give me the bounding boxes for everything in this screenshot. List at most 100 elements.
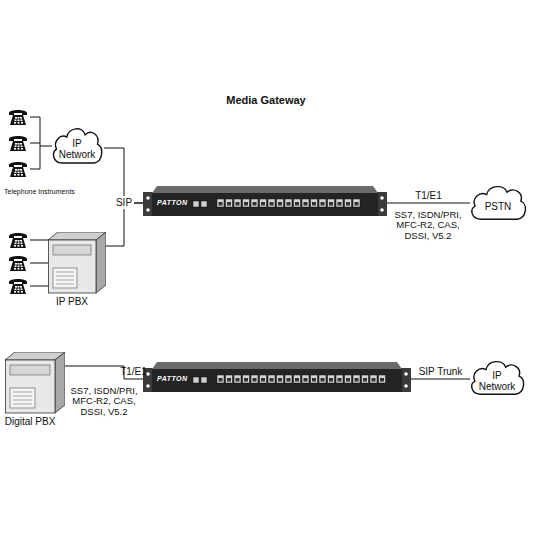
ear-hole — [404, 372, 408, 376]
rj45-port — [294, 375, 301, 383]
rj45-socket — [304, 378, 308, 382]
rj45-port — [370, 375, 377, 383]
pbx-front — [49, 240, 97, 293]
rj45-port — [353, 375, 360, 383]
rj45-port — [285, 199, 292, 207]
rj45-port — [251, 375, 258, 383]
chassis-front — [152, 369, 402, 392]
network-cloud: PSTN — [468, 182, 528, 224]
rj45-socket — [244, 202, 248, 206]
ear-hole — [380, 208, 384, 212]
cloud-outline — [472, 187, 525, 220]
rj45-socket — [321, 202, 325, 206]
rj45-port — [311, 375, 318, 383]
rj45-port — [345, 375, 352, 383]
rj45-port — [234, 199, 241, 207]
rj45-port — [251, 199, 258, 207]
rj45-socket — [338, 202, 342, 206]
rj45-port — [243, 199, 250, 207]
rj45-socket — [355, 378, 359, 382]
protocol-label: SIP — [114, 196, 134, 209]
pbx-illustration — [48, 232, 106, 294]
telephone-icon — [9, 279, 27, 294]
ear-hole — [146, 196, 150, 200]
rj45-socket — [312, 378, 316, 382]
telephone-icon — [9, 162, 27, 177]
rj45-port — [243, 375, 250, 383]
pbx-vent — [56, 276, 74, 277]
protocol-list: SS7, ISDN/PRI, MFC-R2, CAS, DSSI, V5.2 — [390, 210, 466, 241]
rj45-socket — [270, 378, 274, 382]
rj45-port — [260, 375, 267, 383]
rj45-port — [336, 375, 343, 383]
rj45-port — [379, 375, 386, 383]
pbx-vent — [56, 272, 74, 273]
node-label: IP PBX — [56, 296, 88, 307]
rj45-port — [268, 375, 275, 383]
cloud-outline — [472, 362, 524, 395]
rj45-port — [285, 375, 292, 383]
rj45-socket — [219, 378, 223, 382]
console-port — [201, 201, 207, 207]
protocol-list: SS7, ISDN/PRI, MFC-R2, CAS, DSSI, V5.2 — [67, 386, 141, 417]
telephone-icon — [9, 136, 27, 151]
rj45-port — [234, 375, 241, 383]
diagram-title: Media Gateway — [226, 94, 305, 106]
rj45-port — [277, 375, 284, 383]
rj45-socket — [287, 202, 291, 206]
pbx-panel — [53, 268, 77, 288]
edge-label: T1/E1 — [120, 366, 147, 377]
ear-hole — [146, 384, 150, 388]
pbx-front — [6, 360, 56, 413]
ear-hole — [380, 196, 384, 200]
node-label: IP Network — [473, 370, 521, 392]
rj45-socket — [380, 378, 384, 382]
rj45-port — [345, 199, 352, 207]
group-caption: Telephone Instruments — [4, 188, 84, 196]
ear-hole — [146, 208, 150, 212]
rj45-port — [319, 199, 326, 207]
rj45-socket — [346, 378, 350, 382]
telephone-icon — [9, 233, 27, 248]
node-label: Digital PBX — [5, 416, 56, 427]
rj45-port — [277, 199, 284, 207]
media-gateway: PATTON — [143, 186, 387, 218]
rj45-socket — [261, 202, 265, 206]
edge-label: SIP Trunk — [419, 366, 463, 377]
chassis-front — [152, 193, 378, 216]
pbx-panel — [10, 388, 35, 408]
rj45-socket — [372, 378, 376, 382]
chassis-top — [152, 186, 378, 193]
rj45-port — [319, 375, 326, 383]
network-cloud: IP Network — [468, 357, 526, 399]
rj45-socket — [236, 378, 240, 382]
rj45-socket — [227, 202, 231, 206]
rj45-port — [217, 199, 224, 207]
edge-label: T1/E1 — [415, 190, 442, 201]
rj45-port — [217, 375, 224, 383]
rj45-socket — [236, 202, 240, 206]
rj45-socket — [261, 378, 265, 382]
rj45-socket — [278, 378, 282, 382]
brand-logo: PATTON — [157, 375, 188, 383]
pbx-vent — [13, 404, 32, 405]
rj45-port — [302, 375, 309, 383]
rj45-socket — [270, 202, 274, 206]
network-cloud: IP Network — [50, 124, 104, 168]
rj45-socket — [355, 202, 359, 206]
rj45-socket — [329, 202, 333, 206]
connector-line — [387, 203, 470, 204]
pbx-illustration — [5, 352, 65, 414]
console-port — [193, 377, 199, 383]
rj45-socket — [363, 378, 367, 382]
pbx-side — [55, 352, 65, 413]
node-label: IP Network — [55, 138, 99, 160]
pbx-vent — [56, 284, 74, 285]
rj45-socket — [253, 378, 257, 382]
rj45-port — [226, 199, 233, 207]
rj45-socket — [338, 378, 342, 382]
connector-line — [411, 379, 470, 380]
rj45-port — [336, 199, 343, 207]
rj45-socket — [253, 202, 257, 206]
ear-hole — [404, 384, 408, 388]
